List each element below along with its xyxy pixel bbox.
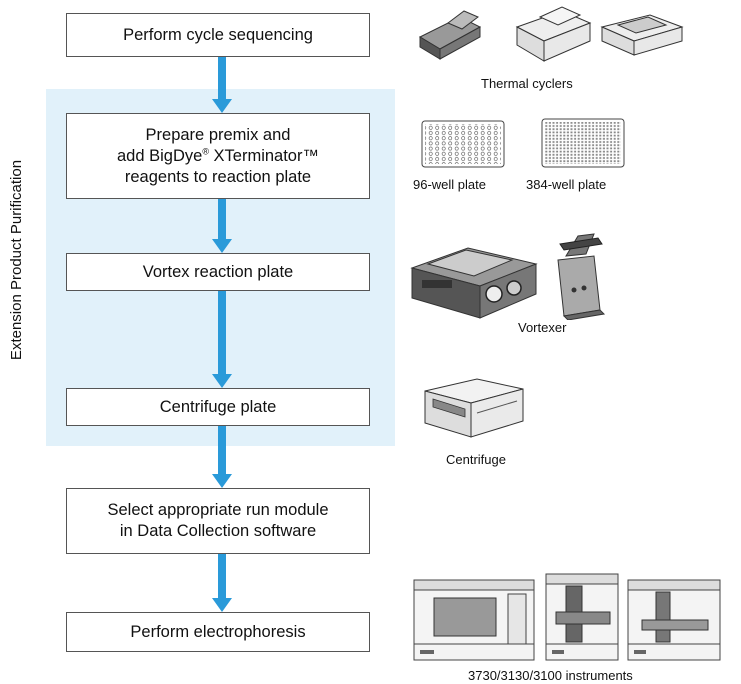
instruments-image <box>413 573 721 661</box>
step-prepare-premix-line2: add BigDye® XTerminator™ <box>117 146 319 165</box>
arrow-2 <box>212 199 232 253</box>
step-prepare-premix-line3: reagents to reaction plate <box>124 167 312 186</box>
caption-96-well-plate: 96-well plate <box>413 177 486 192</box>
caption-centrifuge: Centrifuge <box>446 452 506 467</box>
step-prepare-premix: Prepare premix and add BigDye® XTerminat… <box>66 113 370 199</box>
thermal-cyclers-image <box>418 6 684 62</box>
step-vortex-text: Vortex reaction plate <box>142 262 294 281</box>
caption-vortexer: Vortexer <box>518 320 567 335</box>
arrow-5 <box>212 554 232 612</box>
step-vortex: Vortex reaction plate <box>66 253 370 291</box>
purification-label: Extension Product Purification <box>8 159 25 361</box>
arrow-1 <box>212 57 232 113</box>
step-centrifuge-text: Centrifuge plate <box>159 397 277 416</box>
step-select-run-module-line1: Select appropriate run module <box>107 501 329 519</box>
step-electrophoresis: Perform electrophoresis <box>66 612 370 652</box>
step-cycle-sequencing-text: Perform cycle sequencing <box>123 25 313 44</box>
step-prepare-premix-line1: Prepare premix and <box>145 125 291 144</box>
caption-thermal-cyclers: Thermal cyclers <box>481 76 573 91</box>
step-electrophoresis-text: Perform electrophoresis <box>130 622 306 641</box>
centrifuge-image <box>424 378 524 438</box>
step-cycle-sequencing: Perform cycle sequencing <box>66 13 370 57</box>
arrow-4 <box>212 426 232 488</box>
step-select-run-module-line2: in Data Collection software <box>119 522 317 540</box>
caption-instruments: 3730/3130/3100 instruments <box>468 668 633 683</box>
vortexer-image <box>410 233 606 320</box>
plate-384-image <box>541 118 625 168</box>
arrow-3 <box>212 291 232 388</box>
step-centrifuge: Centrifuge plate <box>66 388 370 426</box>
plate-96-image <box>421 120 505 168</box>
step-select-run-module: Select appropriate run module in Data Co… <box>66 488 370 554</box>
caption-384-well-plate: 384-well plate <box>526 177 607 192</box>
